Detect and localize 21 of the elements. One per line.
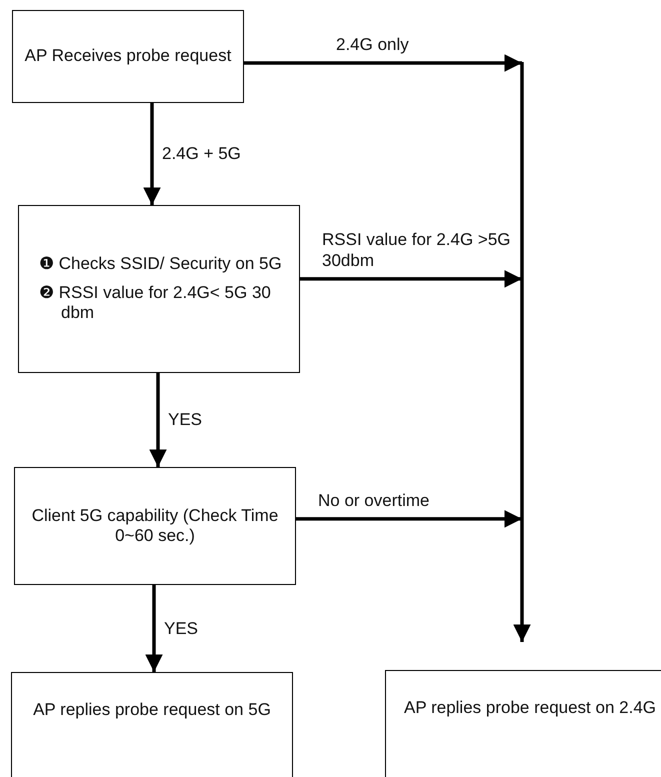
node-text: AP Receives probe request [24,46,232,67]
process-box [12,10,244,103]
arrow [513,62,531,642]
arrow [149,373,167,467]
node-text: ❷ RSSI value for 2.4G< 5G 30 dbm [39,282,272,324]
edge-label: 2.4G only [335,34,410,56]
arrow [143,103,161,205]
arrow [300,270,522,288]
node-text: AP replies probe request on 2.4G [404,697,656,719]
process-box [18,205,300,373]
process-box [11,672,293,777]
edge-label: RSSI value for 2.4G >5G 30dbm [321,230,512,271]
arrow [296,510,522,528]
process-box [14,467,296,585]
process-box [385,670,661,777]
node-text: AP replies probe request on 5G [33,699,271,721]
arrow [244,54,522,72]
edge-label: No or overtime [317,490,430,511]
node-text: Client 5G capability (Check Time 0~60 sec.) [30,506,280,546]
node-text: ❶ Checks SSID/ Security on 5G [39,254,282,275]
arrow [145,585,163,672]
